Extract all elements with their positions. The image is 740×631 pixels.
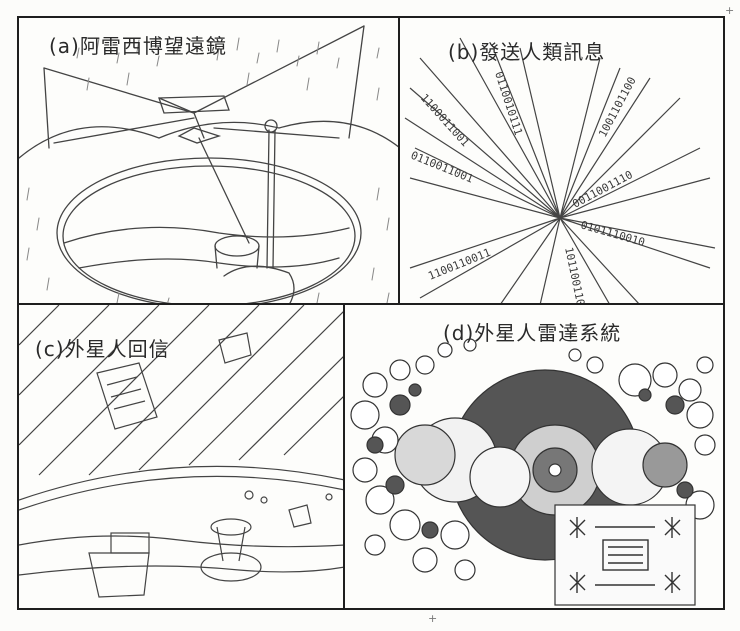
panel-b-human-message: 1100011001 0110010111 1001101100 0011001… [398, 16, 725, 307]
alien-reply-sketch [19, 305, 345, 598]
panel-c-caption: (c)外星人回信 [35, 337, 170, 361]
arecibo-telescope-sketch [19, 25, 400, 305]
panel-d-alien-radar: (d)外星人雷達系統 [343, 303, 725, 610]
binary-ray-4: 0011001110 [570, 168, 635, 211]
binary-ray-8: 1011001100 [562, 246, 588, 305]
binary-ray-5: 0101110010 [579, 218, 646, 249]
stray-mark-bottom-center: + [428, 612, 438, 625]
alien-radar-sketch [350, 338, 716, 606]
panel-a-caption: (a)阿雷西博望遠鏡 [49, 34, 227, 58]
panel-a-arecibo-telescope: (a)阿雷西博望遠鏡 [17, 16, 402, 307]
panel-b-caption: (b)發送人類訊息 [448, 40, 606, 64]
panel-c-alien-reply: (c)外星人回信 [17, 303, 347, 610]
stray-mark-top-right: + [725, 4, 735, 17]
panel-d-caption: (d)外星人雷達系統 [443, 321, 622, 345]
binary-ray-1: 1100011001 [418, 91, 472, 149]
binary-ray-2: 0110010111 [492, 70, 525, 137]
binary-burst-sketch: 1100011001 0110010111 1001101100 0011001… [404, 37, 716, 305]
